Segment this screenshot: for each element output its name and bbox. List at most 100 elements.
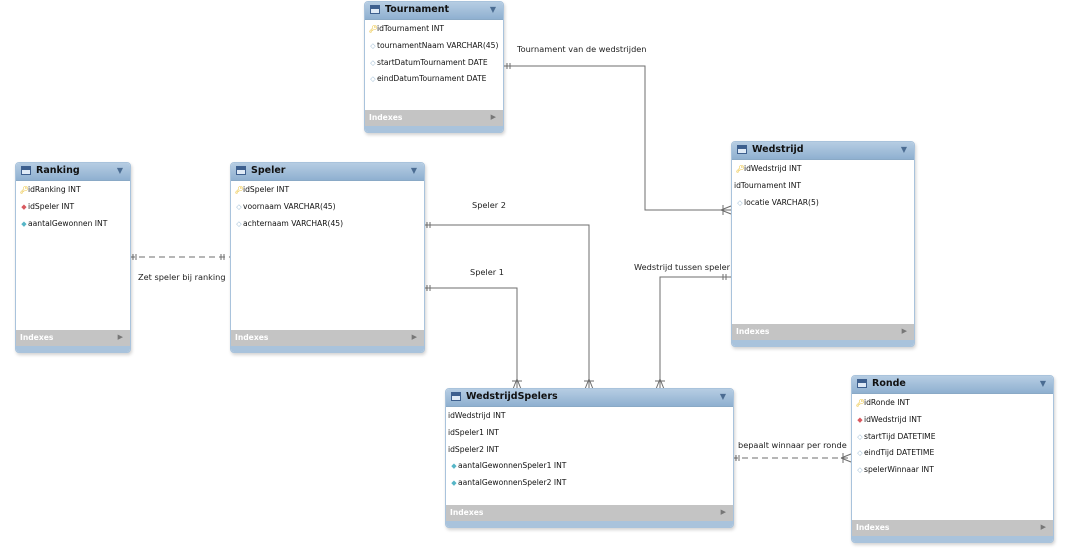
collapse-arrow-icon[interactable]: ▼ <box>1039 379 1046 388</box>
column-row[interactable]: 🔑︎idWedstrijd INT <box>732 161 914 178</box>
fk-diamond-icon: ◆ <box>857 415 863 424</box>
column-row[interactable]: idSpeler1 INT <box>448 427 499 437</box>
link-speler2 <box>423 224 590 389</box>
table-wedstrijdspelers[interactable]: WedstrijdSpelers ▼ idWedstrijd INT idSpe… <box>445 388 734 528</box>
collapse-arrow-icon[interactable]: ▼ <box>900 145 907 154</box>
expand-arrow-icon[interactable]: ▶ <box>1040 523 1046 531</box>
column-row[interactable]: idWedstrijd INT <box>448 411 506 420</box>
indexed-diamond-icon: ◆ <box>451 462 457 471</box>
column-row[interactable]: ◆aantalGewonnenSpeler1 INT <box>446 458 733 475</box>
column-row[interactable]: ◆idWedstrijd INT <box>852 412 1053 429</box>
indexed-diamond-icon: ◆ <box>21 219 27 228</box>
diamond-icon: ◇ <box>370 41 376 50</box>
column-row[interactable]: ◇eindDatumTournament DATE <box>365 71 503 88</box>
expand-arrow-icon[interactable]: ▶ <box>411 333 417 341</box>
table-bottom-border <box>365 126 503 132</box>
table-speler[interactable]: Speler ▼ 🔑︎idSpeler INT ◇voornaam VARCHA… <box>230 162 425 353</box>
indexes-footer[interactable]: Indexes▶ <box>446 505 733 521</box>
collapse-arrow-icon[interactable]: ▼ <box>410 166 417 175</box>
table-header[interactable]: Speler ▼ <box>231 163 424 181</box>
table-header[interactable]: WedstrijdSpelers ▼ <box>446 389 733 407</box>
fk-diamond-icon: ◆ <box>21 202 27 211</box>
column-row[interactable]: ◇startDatumTournament DATE <box>365 55 503 72</box>
column-row[interactable]: 🔑︎idTournament INT <box>365 21 503 38</box>
collapse-arrow-icon[interactable]: ▼ <box>489 5 496 14</box>
label-wedstrijd-spelers: Wedstrijd tussen speler <box>634 262 730 272</box>
diamond-icon: ◇ <box>737 198 743 207</box>
column-row[interactable]: ◇startTijd DATETIME <box>852 429 1053 446</box>
table-header[interactable]: Ranking ▼ <box>16 163 130 181</box>
collapse-arrow-icon[interactable]: ▼ <box>116 166 123 175</box>
indexes-footer[interactable]: Indexes▶ <box>231 330 424 346</box>
column-row[interactable]: ◇locatie VARCHAR(5) <box>732 195 914 212</box>
table-tournament[interactable]: Tournament ▼ 🔑︎idTournament INT ◇tournam… <box>364 1 504 133</box>
column-row[interactable]: idSpeler2 INT <box>448 444 499 454</box>
expand-arrow-icon[interactable]: ▶ <box>490 113 496 121</box>
indexes-footer[interactable]: Indexes▶ <box>732 324 914 340</box>
column-row[interactable]: ◇tournamentNaam VARCHAR(45) <box>365 38 503 55</box>
table-icon <box>857 379 867 388</box>
table-icon <box>451 392 461 401</box>
table-ronde[interactable]: Ronde ▼ 🔑︎idRonde INT ◆idWedstrijd INT ◇… <box>851 375 1054 543</box>
column-row[interactable]: ◇spelerWinnaar INT <box>852 462 1053 479</box>
table-name: Ranking <box>36 165 80 176</box>
column-row[interactable]: ◇voornaam VARCHAR(45) <box>231 199 424 216</box>
indexes-footer[interactable]: Indexes▶ <box>16 330 130 346</box>
table-name: WedstrijdSpelers <box>466 391 558 402</box>
expand-arrow-icon[interactable]: ▶ <box>720 508 726 516</box>
column-row[interactable]: idTournament INT <box>734 180 802 190</box>
table-header[interactable]: Wedstrijd ▼ <box>732 142 914 160</box>
indexes-footer[interactable]: Indexes▶ <box>365 110 503 126</box>
table-bottom-border <box>852 536 1053 542</box>
diamond-icon: ◇ <box>236 202 242 211</box>
label-speler1: Speler 1 <box>470 267 504 277</box>
diamond-icon: ◇ <box>370 75 376 84</box>
key-icon: 🔑︎ <box>20 186 29 194</box>
expand-arrow-icon[interactable]: ▶ <box>901 327 907 335</box>
table-icon <box>236 166 246 175</box>
column-row[interactable]: ◆aantalGewonnenSpeler2 INT <box>446 475 733 492</box>
column-row[interactable]: ◇eindTijd DATETIME <box>852 445 1053 462</box>
key-icon: 🔑︎ <box>235 186 244 194</box>
link-tournament-wedstrijd <box>502 65 731 211</box>
label-ranking-speler: Zet speler bij ranking <box>138 272 226 282</box>
diamond-icon: ◇ <box>857 432 863 441</box>
label-speler2: Speler 2 <box>472 200 506 210</box>
table-ranking[interactable]: Ranking ▼ 🔑︎idRanking INT ◆idSpeler INT … <box>15 162 131 353</box>
key-icon: 🔑︎ <box>369 25 378 33</box>
column-row[interactable]: 🔑︎idRonde INT <box>852 395 1053 412</box>
column-row[interactable]: ◇achternaam VARCHAR(45) <box>231 216 424 233</box>
column-row[interactable]: ◆aantalGewonnen INT <box>16 216 130 233</box>
link-speler1 <box>423 287 518 389</box>
table-bottom-border <box>732 340 914 346</box>
collapse-arrow-icon[interactable]: ▼ <box>719 392 726 401</box>
table-name: Speler <box>251 165 286 176</box>
table-icon <box>737 145 747 154</box>
table-name: Tournament <box>385 4 450 15</box>
table-wedstrijd[interactable]: Wedstrijd ▼ 🔑︎idWedstrijd INT idTourname… <box>731 141 915 347</box>
expand-arrow-icon[interactable]: ▶ <box>117 333 123 341</box>
table-name: Ronde <box>872 378 906 389</box>
table-bottom-border <box>446 521 733 527</box>
indexed-diamond-icon: ◆ <box>451 479 457 488</box>
link-wedstrijd-wedstrijdspelers <box>659 276 731 389</box>
diamond-icon: ◇ <box>370 58 376 67</box>
table-bottom-border <box>231 346 424 352</box>
column-row[interactable]: 🔑︎idSpeler INT <box>231 182 424 199</box>
table-name: Wedstrijd <box>752 144 804 155</box>
key-icon: 🔑︎ <box>736 165 745 173</box>
table-icon <box>21 166 31 175</box>
indexes-footer[interactable]: Indexes▶ <box>852 520 1053 536</box>
table-header[interactable]: Ronde ▼ <box>852 376 1053 394</box>
label-tournament-wedstrijd: Tournament van de wedstrijden <box>517 44 647 54</box>
key-icon: 🔑︎ <box>856 399 865 407</box>
diamond-icon: ◇ <box>236 219 242 228</box>
table-icon <box>370 5 380 14</box>
diamond-icon: ◇ <box>857 466 863 475</box>
diamond-icon: ◇ <box>857 449 863 458</box>
column-row[interactable]: ◆idSpeler INT <box>16 199 130 216</box>
table-header[interactable]: Tournament ▼ <box>365 2 503 20</box>
column-row[interactable]: 🔑︎idRanking INT <box>16 182 130 199</box>
